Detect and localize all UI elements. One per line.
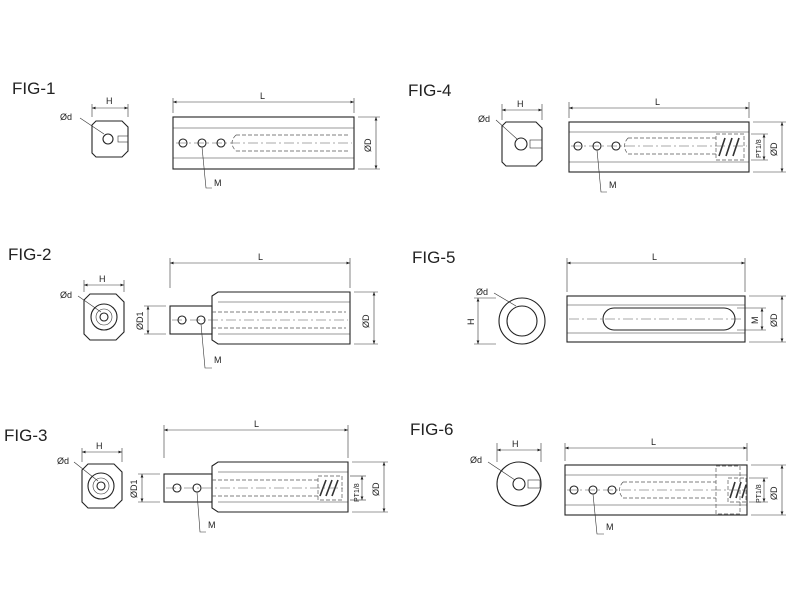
fig-5-h-label: H (466, 319, 476, 326)
fig-2: FIG-2 H Ød L (8, 245, 378, 369)
fig-6-side-view: L PT1/8 ØD M (564, 437, 786, 535)
fig-6-pt-label: PT1/8 (756, 484, 763, 503)
fig-2-end-view: H Ød (60, 274, 125, 341)
fig-1-h-label: H (106, 96, 113, 106)
fig-3-h-label: H (96, 441, 103, 451)
fig-3-D-label: ØD (371, 482, 381, 496)
fig-4-m-label: M (609, 180, 617, 190)
fig-6-h-label: H (512, 439, 519, 449)
fig-3-label: FIG-3 (4, 426, 47, 445)
fig-6: FIG-6 H Ød L (410, 420, 786, 535)
fig-3-d1-label: ØD1 (129, 479, 139, 498)
fig-3-l-label: L (254, 419, 259, 429)
fig-1-label: FIG-1 (12, 79, 55, 98)
fig-3: FIG-3 H Ød L (4, 419, 388, 533)
fig-5-label: FIG-5 (412, 248, 455, 267)
fig-3-pt-label: PT1/8 (354, 483, 361, 502)
fig-1-end-view: H Ød (60, 96, 129, 158)
fig-4-D-label: ØD (769, 142, 779, 156)
fig-2-d-label: Ød (60, 290, 72, 300)
fig-5-end-view: H Ød (466, 287, 546, 345)
fig-4-pt-label: PT1/8 (756, 139, 763, 158)
fig-2-label: FIG-2 (8, 245, 51, 264)
fig-6-l-label: L (651, 437, 656, 447)
fig-4-side-view: L PT1/8 ØD M (568, 97, 786, 193)
fig-2-l-label: L (258, 252, 263, 262)
fig-6-label: FIG-6 (410, 420, 453, 439)
fig-6-m-label: M (606, 522, 614, 532)
fig-6-d-label: Ød (470, 455, 482, 465)
fig-5-side-view: L M ØD (566, 252, 786, 343)
fig-4-h-label: H (517, 99, 524, 109)
fig-2-h-label: H (99, 274, 106, 284)
fig-5-m-label: M (750, 317, 760, 325)
fig-3-m-label: M (208, 520, 216, 530)
fig-1-m-label: M (214, 178, 222, 188)
fig-4-d-label: Ød (478, 114, 490, 124)
fig-1: FIG-1 H Ød L (12, 79, 380, 189)
fig-2-side-view: L ØD1 ØD M (135, 252, 378, 369)
fig-3-end-view: H Ød (57, 441, 123, 509)
fig-4-label: FIG-4 (408, 81, 451, 100)
fig-1-side-view: L ØD M (172, 91, 380, 189)
fig-3-side-view: L ØD1 PT1/8 ØD M (129, 419, 388, 533)
fig-6-D-label: ØD (769, 486, 779, 500)
fig-4-l-label: L (655, 97, 660, 107)
fig-4: FIG-4 H Ød L (408, 81, 786, 193)
fig-1-D-label: ØD (363, 138, 373, 152)
fig-2-D-label: ØD (361, 314, 371, 328)
fig-5-l-label: L (652, 252, 657, 262)
fig-6-end-view: H Ød (470, 439, 542, 507)
fig-4-end-view: H Ød (478, 99, 543, 167)
fig-1-d-label: Ød (60, 112, 72, 122)
fig-5-D-label: ØD (769, 313, 779, 327)
fig-5: FIG-5 H Ød L M (412, 248, 786, 345)
fig-2-m-label: M (214, 355, 222, 365)
fig-3-d-label: Ød (57, 456, 69, 466)
fig-5-d-label: Ød (476, 287, 488, 297)
fig-2-d1-label: ØD1 (135, 311, 145, 330)
fig-1-l-label: L (260, 91, 265, 101)
